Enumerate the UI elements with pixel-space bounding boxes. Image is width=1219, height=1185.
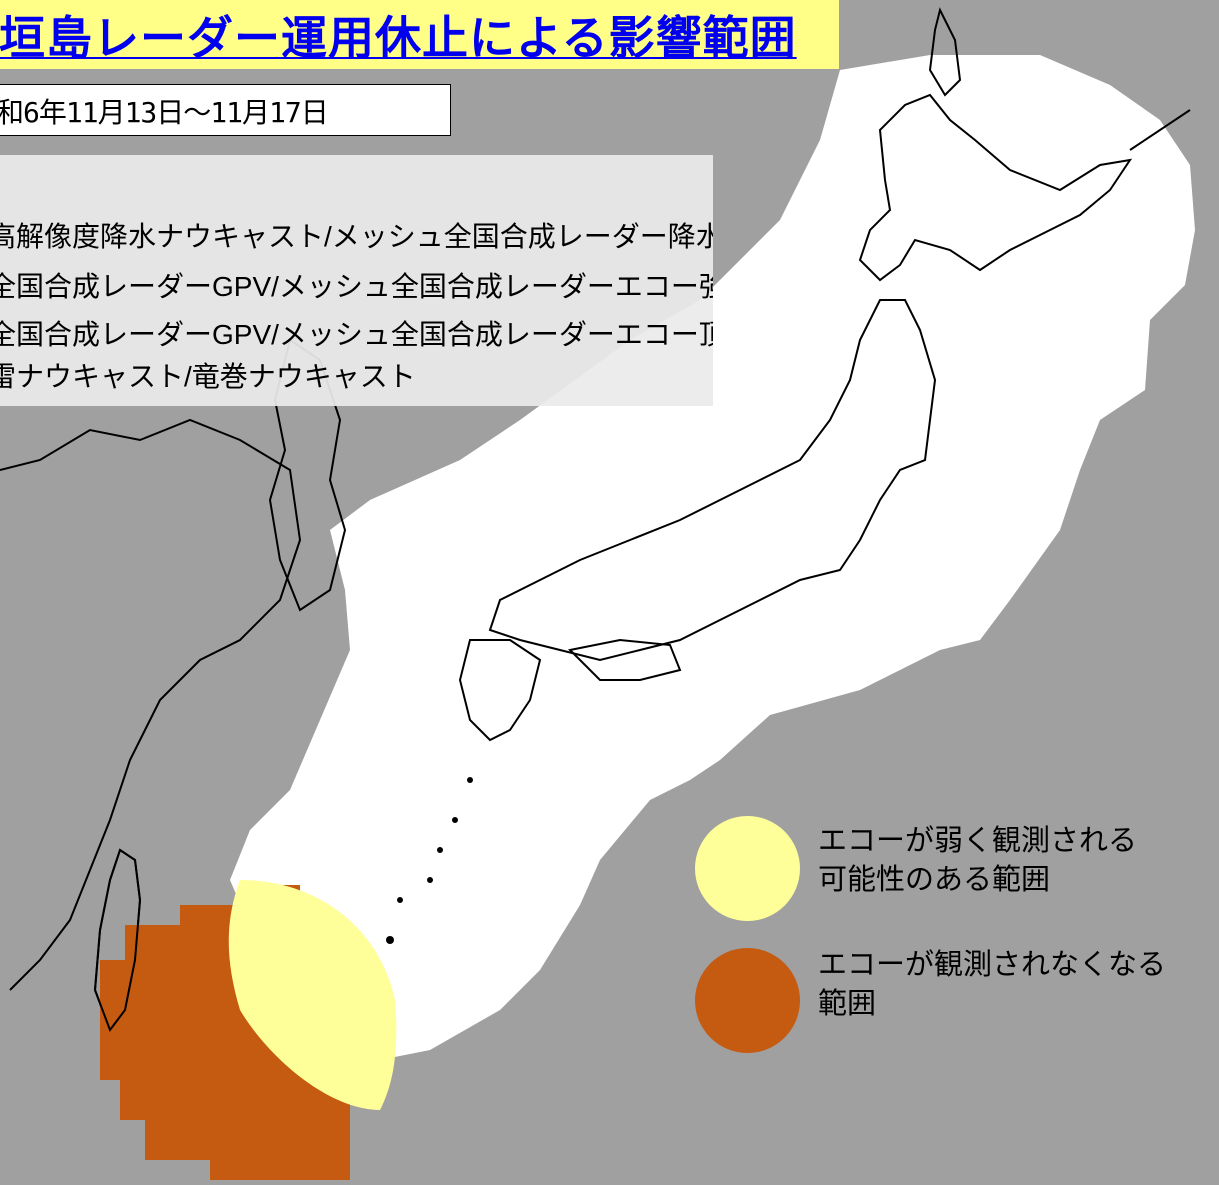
product-item: ・全国合成レーダーGPV/メッシュ全国合成レーダーエコー強度GPV（※） xyxy=(0,271,713,302)
legend-weak-echo-label: エコーが弱く観測される 可能性のある範囲 xyxy=(818,825,1138,896)
product-item: ・雷ナウキャスト/竜巻ナウキャスト xyxy=(0,361,416,392)
product-item: ・全国合成レーダーGPV/メッシュ全国合成レーダーエコー頂高度GPV xyxy=(0,319,713,350)
legend-weak-echo-swatch xyxy=(695,816,800,921)
period-box: 令和6年11月13日〜11月17日 xyxy=(0,84,451,136)
product-item: ・高解像度降水ナウキャスト/メッシュ全国合成レーダー降水強度GPV xyxy=(0,221,713,252)
legend-no-echo-swatch xyxy=(695,948,800,1053)
legend-no-echo-label: エコーが観測されなくなる 範囲 xyxy=(818,949,1167,1020)
affected-products-panel: ・高解像度降水ナウキャスト/メッシュ全国合成レーダー降水強度GPV ・全国合成レ… xyxy=(0,155,713,406)
page-title: 石垣島レーダー運用休止による影響範囲 xyxy=(0,11,797,65)
period-text: 令和6年11月13日〜11月17日 xyxy=(0,96,329,129)
radar-coverage-area xyxy=(230,55,1195,1060)
weak-echo-area xyxy=(228,880,397,1110)
title-banner: 石垣島レーダー運用休止による影響範囲 xyxy=(0,0,839,69)
